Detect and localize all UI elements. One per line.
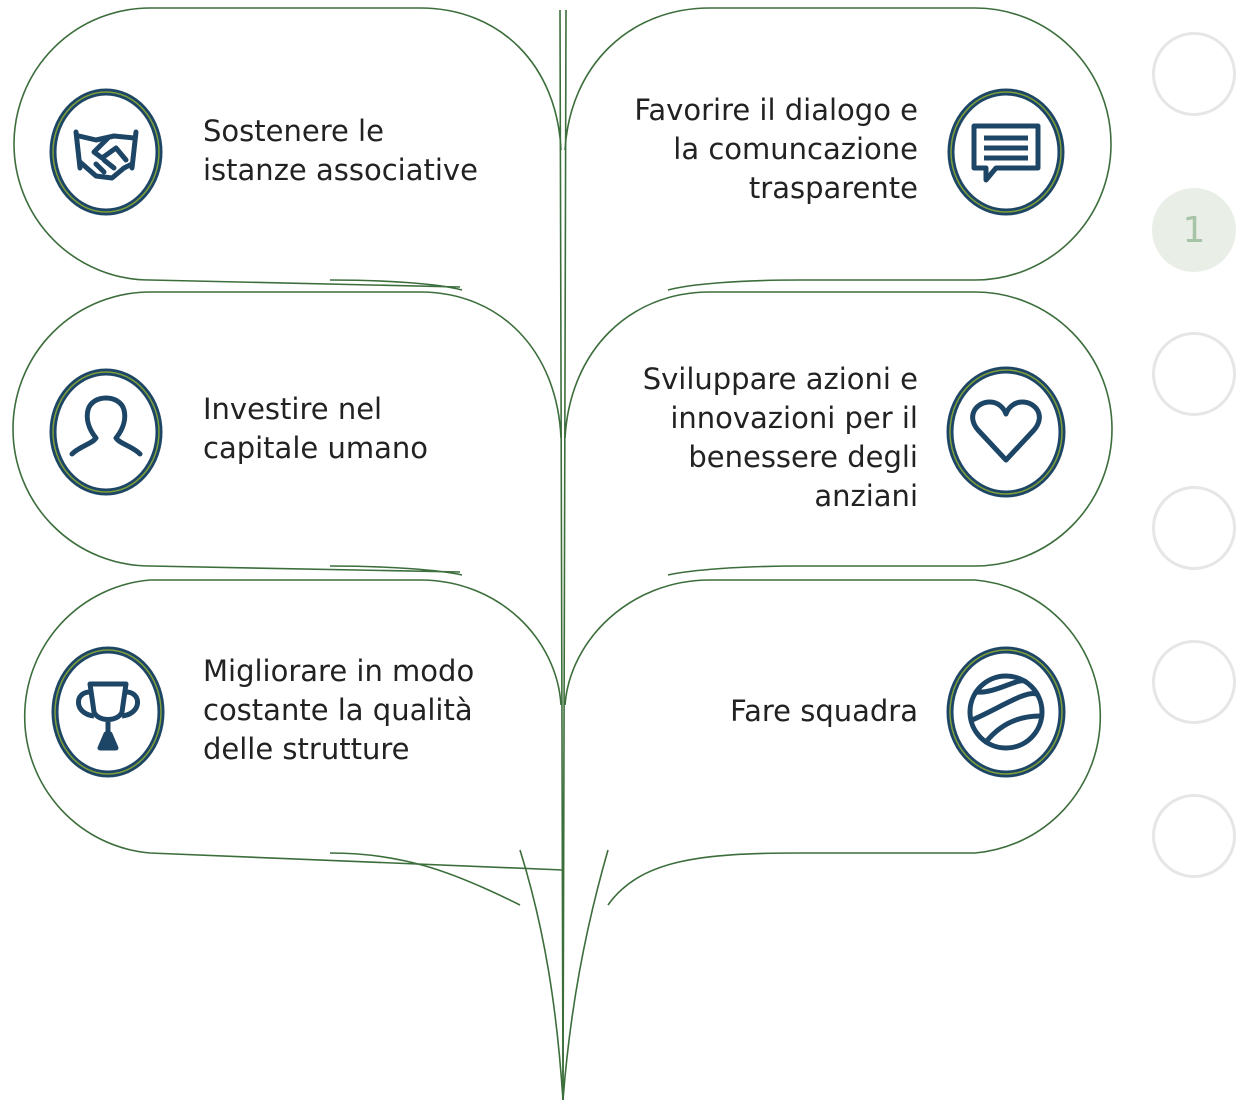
step-dot-3[interactable] [1152, 332, 1236, 416]
step-dot-2-active[interactable]: 1 [1152, 188, 1236, 272]
step-dot-1[interactable] [1152, 32, 1236, 116]
ball-icon [946, 646, 1066, 778]
stem-tail-right [562, 849, 609, 1101]
step-dot-5[interactable] [1152, 640, 1236, 724]
leaf-left-3-fold [329, 852, 521, 906]
label-left-2: Investire nel capitale umano [203, 392, 428, 465]
heart-icon [946, 366, 1066, 498]
handshake-icon [49, 88, 163, 216]
label-left-3: Migliorare in modo costante la qualità d… [203, 654, 475, 766]
stem-line-left [558, 9, 564, 1101]
step-dot-6[interactable] [1152, 794, 1236, 878]
label-right-3: Fare squadra [730, 694, 918, 728]
leaf-right-2 [564, 291, 1113, 576]
leaf-left-1-fold [329, 279, 463, 291]
leaf-right-3 [564, 579, 1102, 906]
label-right-1: Favorire il dialogo e la comuncazione tr… [634, 93, 918, 205]
leaf-right-1 [564, 7, 1112, 291]
label-right-2: Sviluppare azioni e innovazioni per il b… [642, 362, 918, 513]
leaf-left-2-fold [329, 565, 463, 576]
leaf-left-1 [13, 7, 562, 288]
stem-line-right [562, 9, 568, 1101]
person-icon [49, 368, 163, 496]
label-left-1: Sostenere le istanze associative [203, 114, 478, 187]
trophy-icon [51, 646, 165, 778]
chat-icon [947, 88, 1065, 216]
leaf-left-2 [12, 291, 562, 573]
step-dot-4[interactable] [1152, 486, 1236, 570]
stem-tail-left [519, 849, 564, 1101]
leaf-left-3 [23, 579, 564, 871]
